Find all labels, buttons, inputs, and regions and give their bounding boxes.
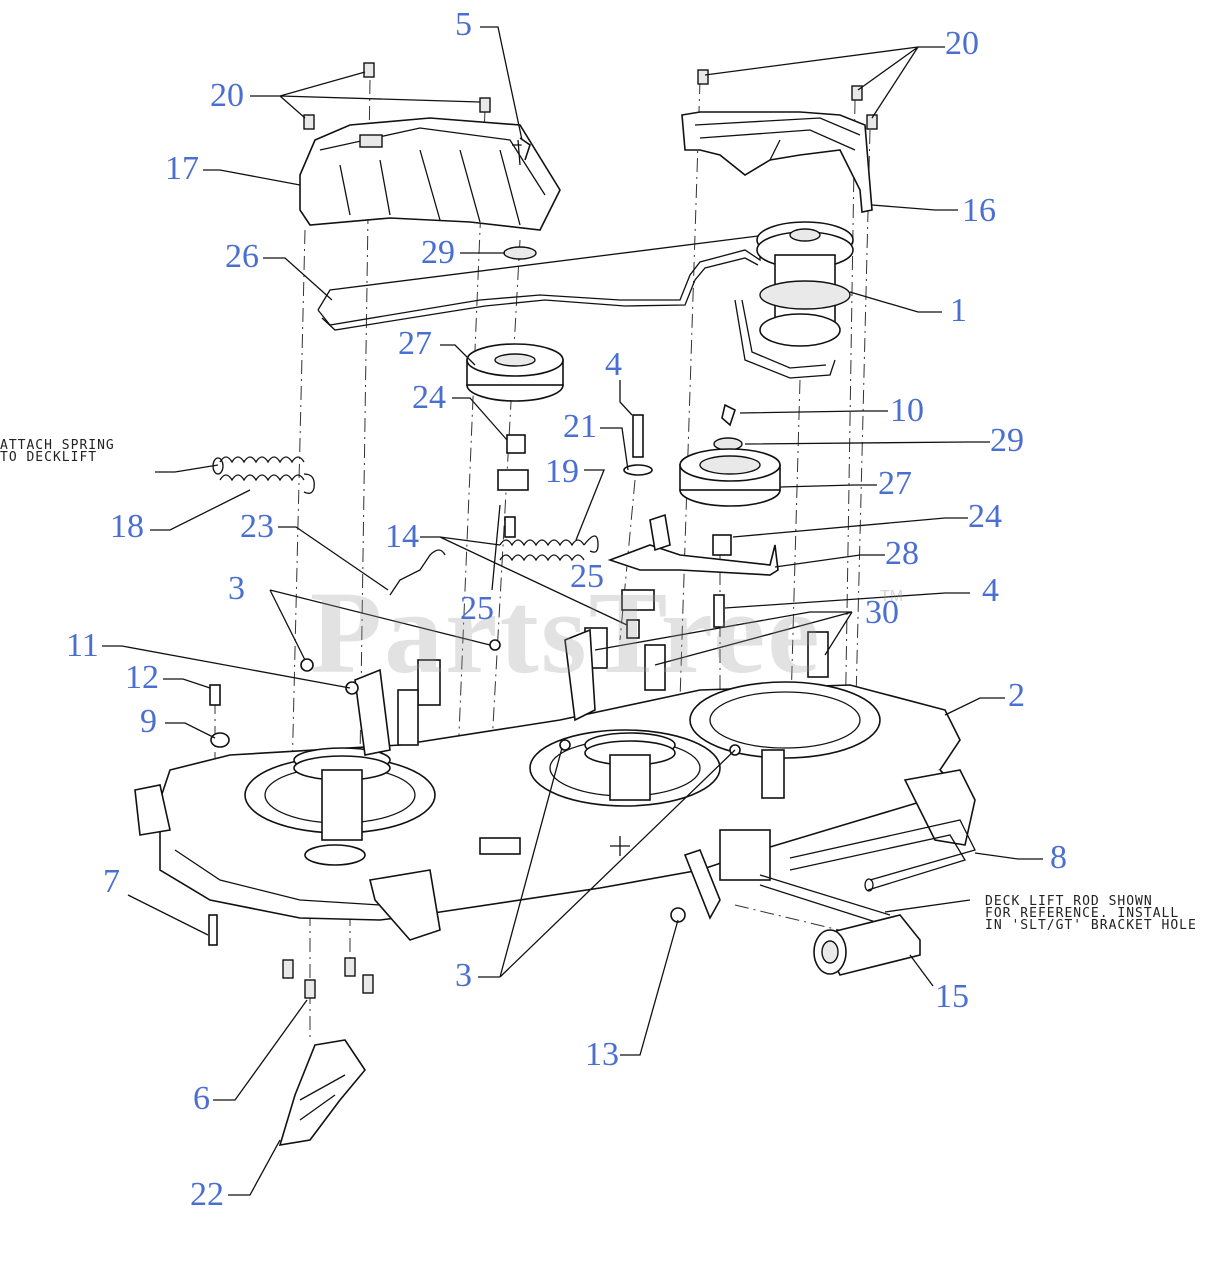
- callout-1: 1: [950, 292, 967, 329]
- spring-19: [499, 535, 599, 562]
- callout-5: 5: [455, 6, 472, 43]
- callout-27: 27: [398, 325, 432, 362]
- brackets-30: [354, 627, 829, 799]
- callout-17: 17: [165, 150, 199, 187]
- leader-lines: [102, 26, 1043, 1196]
- hardware-small: [208, 137, 741, 999]
- callout-20: 20: [210, 77, 244, 114]
- idler-pulley-right: [679, 448, 781, 507]
- callout-25: 25: [570, 558, 604, 595]
- spacer-25-left: [497, 469, 529, 491]
- callout-13: 13: [585, 1036, 619, 1073]
- callout-3: 3: [455, 957, 472, 994]
- idler-arm-28: [607, 513, 779, 576]
- spring-18: [212, 456, 315, 494]
- callout-2: 2: [1008, 677, 1025, 714]
- lift-rod-8: [759, 819, 976, 926]
- rod-23: [389, 549, 446, 596]
- side-bracket-left: [134, 784, 171, 836]
- front-bracket: [369, 869, 441, 941]
- callout-30: 30: [865, 594, 899, 631]
- callout-22: 22: [190, 1176, 224, 1213]
- callout-27: 27: [878, 465, 912, 502]
- callout-16: 16: [962, 192, 996, 229]
- bushing-24-left: [506, 434, 526, 454]
- mower-deck: [159, 681, 962, 921]
- callout-21: 21: [563, 408, 597, 445]
- bolts-20: [303, 62, 878, 130]
- callout-8: 8: [1050, 839, 1067, 876]
- callout-24: 24: [968, 498, 1002, 535]
- callout-14: 14: [385, 518, 419, 555]
- callout-23: 23: [240, 508, 274, 545]
- callout-7: 7: [103, 863, 120, 900]
- callout-9: 9: [140, 703, 157, 740]
- spindle-assembly: [756, 221, 854, 347]
- callout-18: 18: [110, 508, 144, 545]
- callout-28: 28: [885, 535, 919, 572]
- callout-25: 25: [460, 590, 494, 627]
- discharge-chute-22: [278, 1039, 366, 1147]
- callout-3: 3: [228, 570, 245, 607]
- callout-4: 4: [982, 572, 999, 609]
- idler-pulley-left: [466, 343, 564, 402]
- callout-26: 26: [225, 238, 259, 275]
- washer-29-right: [713, 437, 743, 451]
- side-bracket-right: [903, 769, 976, 846]
- belt-cover-right: [681, 111, 873, 213]
- roller-15: [813, 914, 921, 976]
- callout-10: 10: [890, 392, 924, 429]
- watermark-trademark: TM: [880, 588, 904, 605]
- deck-spindle-left: [293, 747, 391, 866]
- callout-29: 29: [421, 234, 455, 271]
- belt-cover-left: [299, 117, 561, 231]
- callout-20: 20: [945, 25, 979, 62]
- lift-block: [719, 829, 771, 881]
- callout-29: 29: [990, 422, 1024, 459]
- callout-6: 6: [193, 1080, 210, 1117]
- callout-4: 4: [605, 346, 622, 383]
- spacer-25-right: [621, 589, 655, 611]
- bushing-14: [626, 619, 640, 639]
- callout-15: 15: [935, 978, 969, 1015]
- washer-29-top: [503, 246, 537, 260]
- lift-link: [683, 849, 721, 920]
- bolt-4-washer-21: [623, 414, 725, 628]
- callout-24: 24: [412, 379, 446, 416]
- deck-spindle-center: [584, 732, 676, 801]
- bushing-24-right: [712, 534, 732, 556]
- callout-12: 12: [125, 659, 159, 696]
- note-deck-lift-rod: DECK LIFT ROD SHOWN FOR REFERENCE. INSTA…: [985, 894, 1197, 933]
- bushing-14-left: [504, 516, 516, 538]
- note-attach-spring: ATTACH SPRING TO DECKLIFT: [0, 438, 115, 465]
- watermark: PartsTree: [310, 567, 822, 698]
- callout-11: 11: [66, 627, 99, 664]
- callout-19: 19: [545, 453, 579, 490]
